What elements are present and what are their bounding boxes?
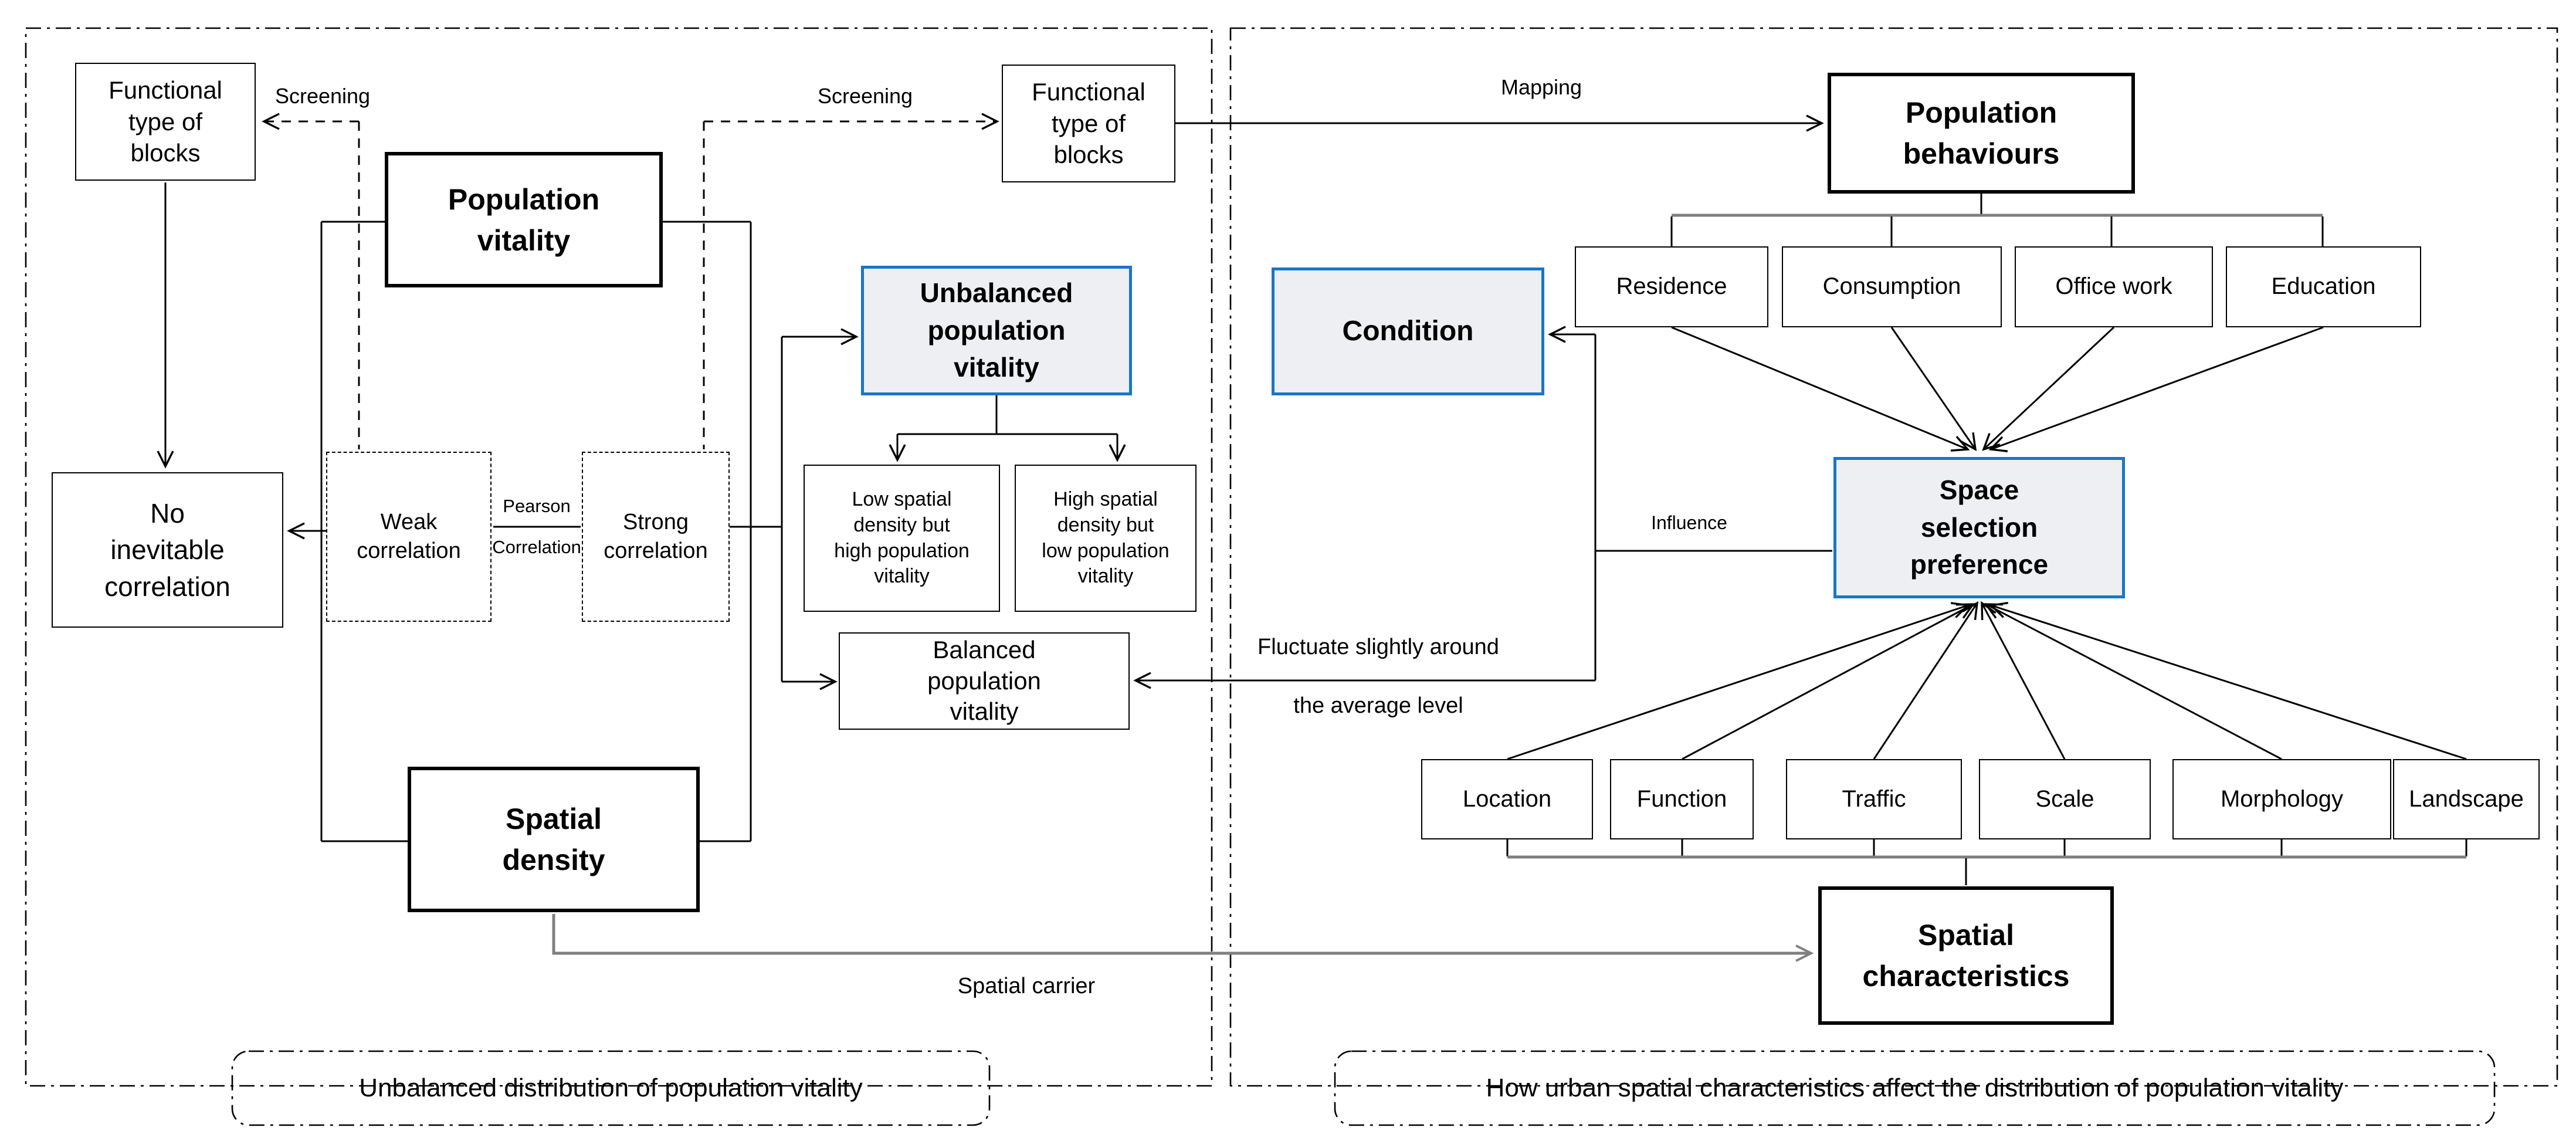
node-location: Location	[1421, 759, 1593, 839]
edge-function-to-ssp	[1682, 603, 1975, 760]
node-condition: Condition	[1272, 267, 1544, 395]
node-population-vitality: Population vitality	[385, 152, 663, 287]
caption-right-frame	[1334, 1050, 2496, 1126]
label-spatial-carrier: Spatial carrier	[957, 974, 1096, 998]
node-weak-correlation: Weak correlation	[326, 452, 492, 622]
node-high-spatial-density: High spatial density but low population …	[1015, 465, 1197, 612]
panel-left-border	[25, 27, 1213, 1087]
label-pearson: Pearson	[503, 496, 571, 516]
node-office-work: Office work	[2015, 246, 2213, 327]
node-unbalanced-population-vitality: Unbalanced population vitality	[861, 266, 1132, 395]
node-space-selection-preference: Space selection preference	[1833, 457, 2125, 598]
node-residence: Residence	[1575, 246, 1768, 327]
node-scale: Scale	[1979, 759, 2151, 839]
node-no-inevitable-correlation: No inevitable correlation	[52, 472, 283, 628]
label-screening-left: Screening	[274, 84, 371, 108]
node-functional-type-mid: Functional type of blocks	[1002, 65, 1175, 182]
edge-morphology-to-ssp	[1984, 603, 2282, 760]
node-consumption: Consumption	[1782, 246, 2002, 327]
panel-right-border	[1229, 27, 2558, 1087]
edge-education-to-ssp	[1988, 326, 2324, 452]
label-correlation: Correlation	[492, 537, 581, 557]
label-fluctuate-line2: the average level	[1293, 693, 1463, 718]
edge-spatial-carrier	[552, 914, 1814, 962]
edge-residence-to-ssp	[1671, 326, 1970, 452]
node-traffic: Traffic	[1786, 759, 1962, 839]
node-landscape: Landscape	[2393, 759, 2540, 839]
node-function: Function	[1610, 759, 1754, 839]
caption-left-panel: Unbalanced distribution of population vi…	[359, 1074, 863, 1102]
edge-scale-to-ssp	[1981, 601, 2066, 760]
edge-consumption-to-ssp	[1890, 327, 1977, 452]
edge-landscape-to-ssp	[1989, 601, 2467, 760]
node-morphology: Morphology	[2172, 759, 2391, 839]
node-low-spatial-density: Low spatial density but high population …	[804, 465, 1000, 612]
label-fluctuate-line1: Fluctuate slightly around	[1258, 635, 1499, 659]
label-influence: Influence	[1651, 512, 1727, 533]
node-functional-type-left: Functional type of blocks	[75, 63, 256, 181]
node-education: Education	[2226, 246, 2421, 327]
caption-left-frame	[231, 1050, 991, 1126]
edge-officework-to-ssp	[1982, 326, 2115, 451]
edge-traffic-to-ssp	[1873, 601, 1979, 760]
node-strong-correlation: Strong correlation	[582, 452, 730, 622]
edge-location-to-ssp	[1507, 602, 1970, 760]
node-spatial-characteristics: Spatial characteristics	[1818, 886, 2114, 1025]
label-screening-mid: Screening	[817, 84, 913, 108]
node-population-behaviours: Population behaviours	[1828, 73, 2135, 194]
node-balanced-population-vitality: Balanced population vitality	[839, 632, 1130, 730]
label-mapping: Mapping	[1500, 75, 1582, 99]
caption-right-panel: How urban spatial characteristics affect…	[1486, 1074, 2344, 1102]
node-spatial-density: Spatial density	[408, 767, 700, 912]
